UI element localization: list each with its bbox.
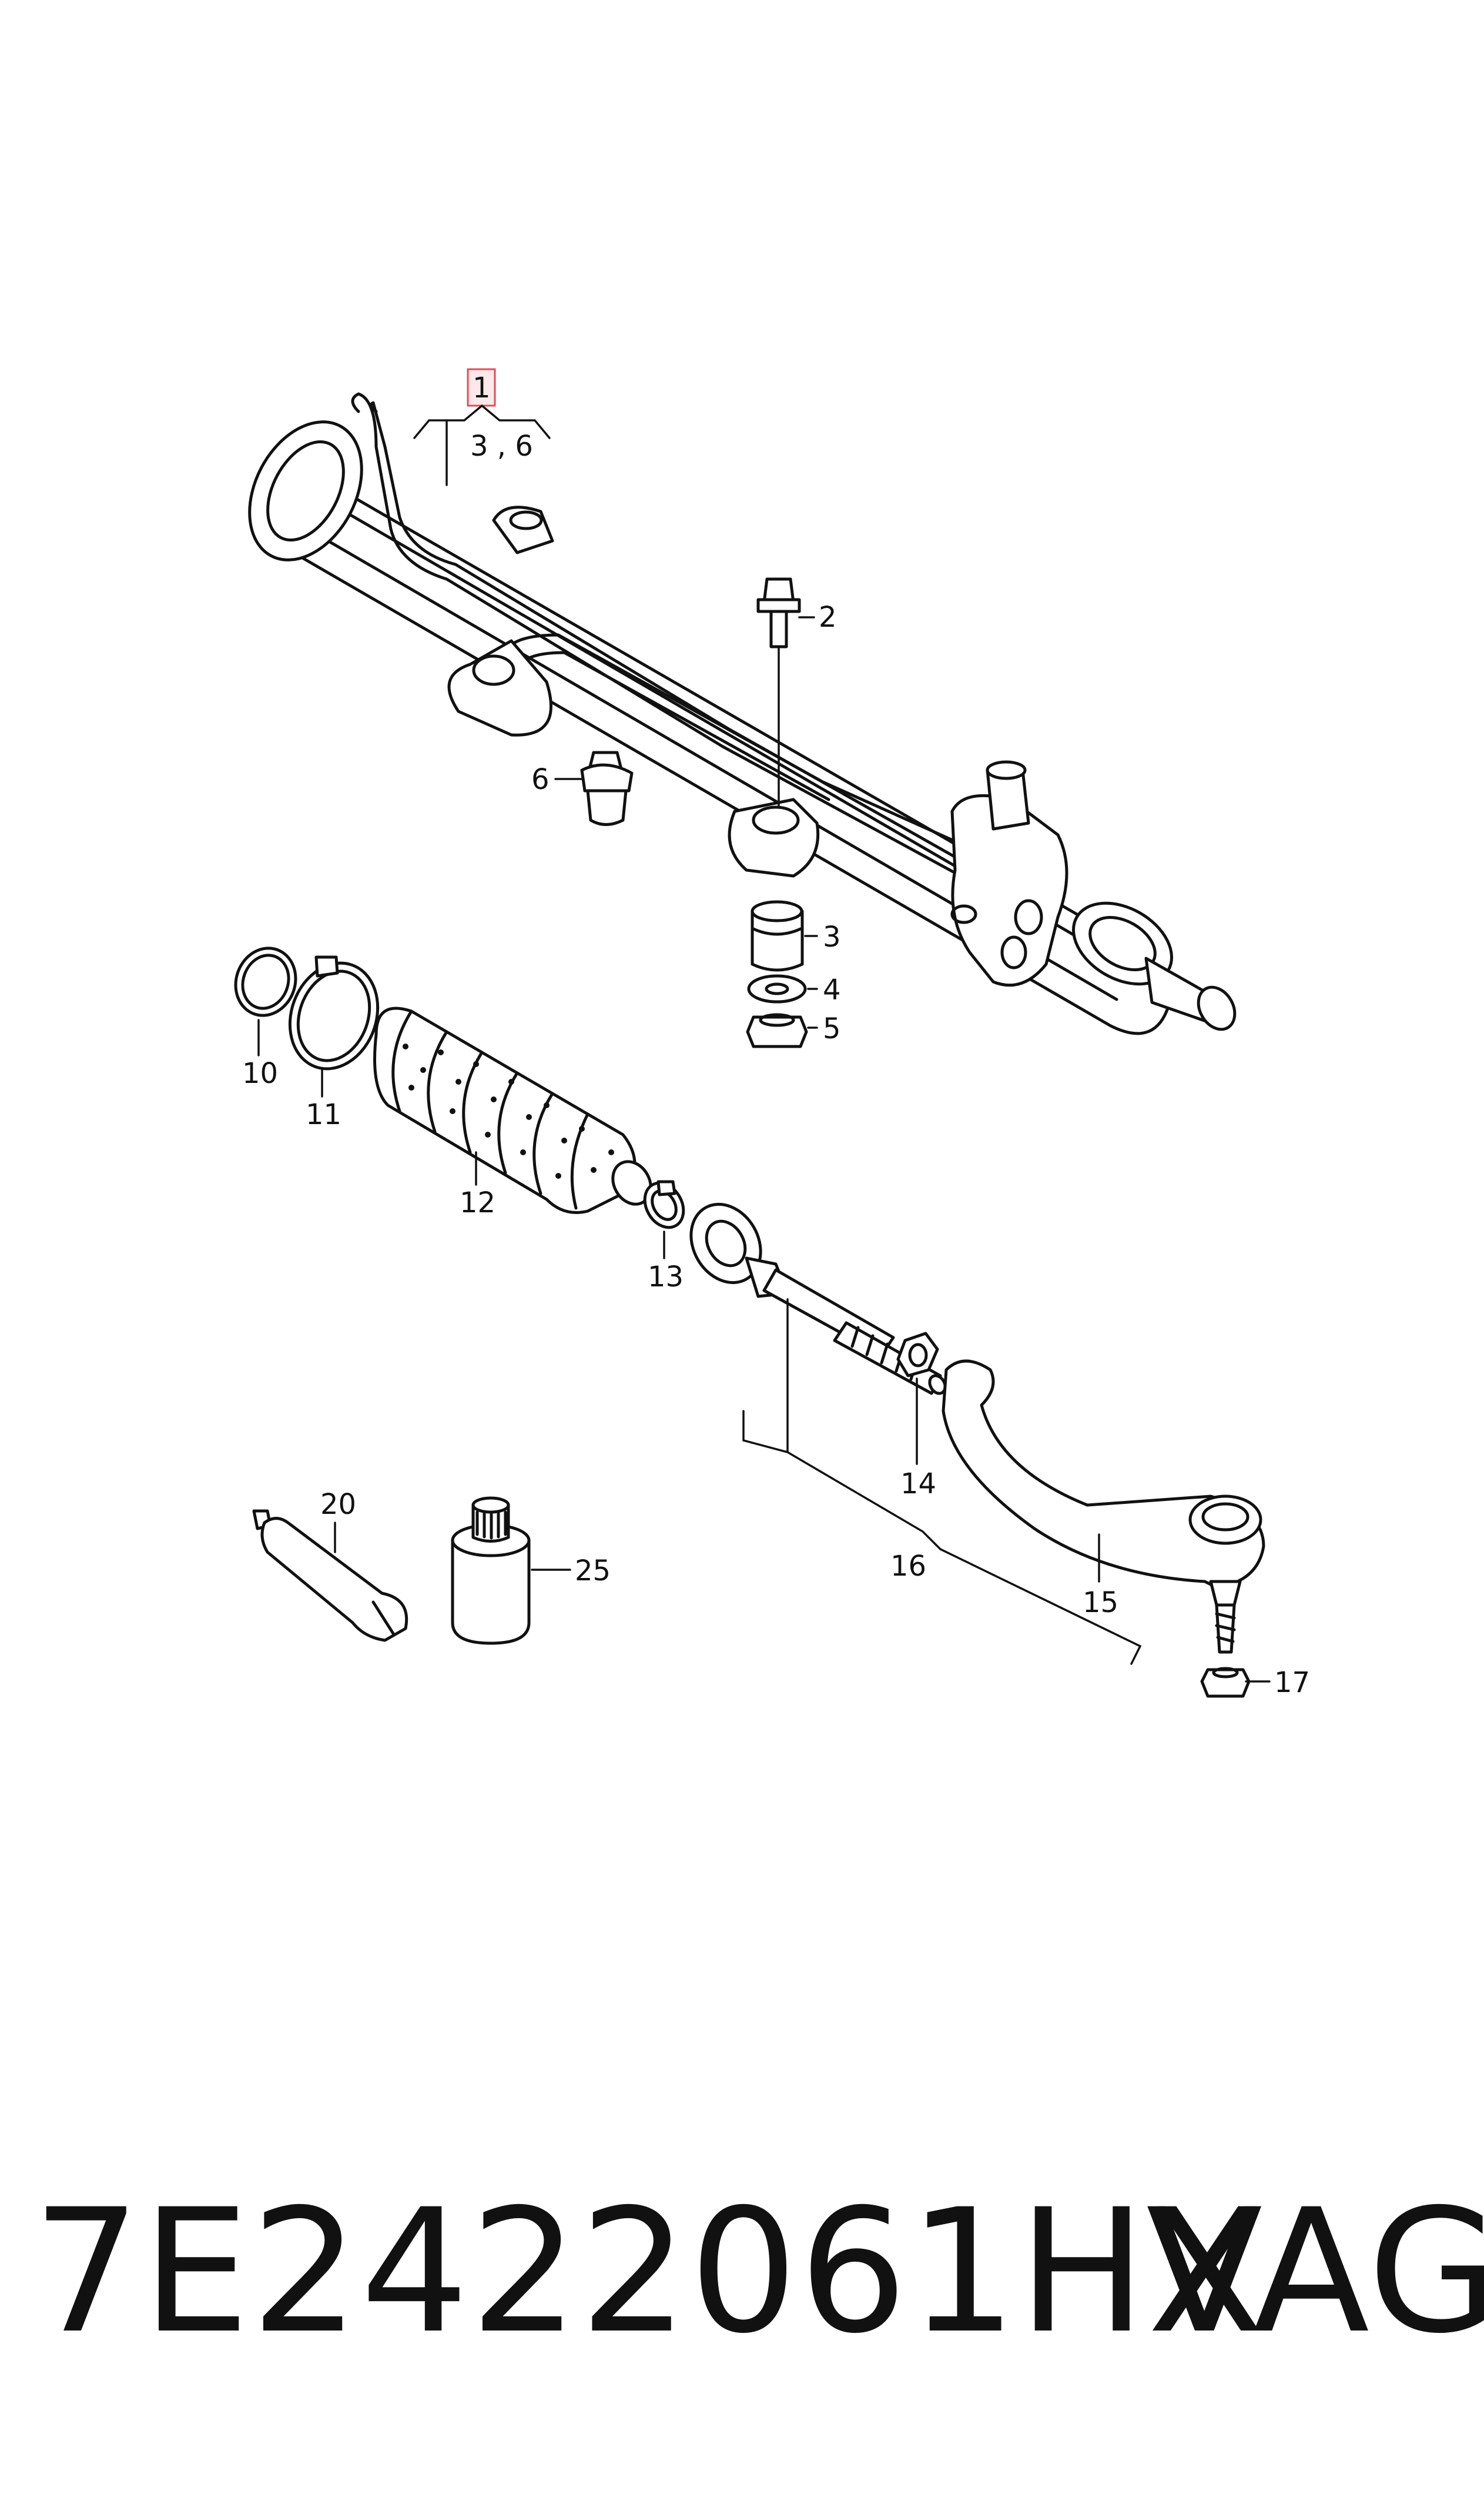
callout-25: 25 xyxy=(575,1554,611,1587)
callout-20: 20 xyxy=(320,1488,356,1521)
callout-12: 12 xyxy=(460,1186,495,1219)
tie-rod-end-icon xyxy=(942,1359,1265,1654)
hose-clamp-icon xyxy=(288,955,380,1071)
callout-2: 2 xyxy=(819,601,837,634)
nut-icon xyxy=(1200,1667,1251,1698)
clip-icon xyxy=(580,751,634,826)
washer-icon xyxy=(747,974,807,1004)
callout-1: 1 xyxy=(473,372,491,404)
brand-name: VAG xyxy=(1146,2173,1484,2371)
nut-icon xyxy=(896,1332,939,1377)
callout-3: 3 xyxy=(823,921,841,954)
bellows-boot-icon xyxy=(373,1007,652,1214)
callout-10: 10 xyxy=(242,1057,278,1090)
steering-rack-housing-icon xyxy=(248,392,1237,1035)
callout-11: 11 xyxy=(306,1098,341,1131)
nut-icon xyxy=(746,1013,808,1048)
o-ring-icon xyxy=(234,947,297,1017)
callout-17: 17 xyxy=(1274,1666,1310,1699)
part-number-footer: 7E2422061HX VAG xyxy=(32,2187,1484,2358)
bushing-icon xyxy=(751,900,804,972)
bolt-icon xyxy=(756,577,801,648)
callout-14: 14 xyxy=(900,1467,936,1500)
callout-4: 4 xyxy=(823,974,841,1007)
tie-rod-icon xyxy=(689,1202,947,1395)
part-number: 7E2422061HX xyxy=(32,2173,1266,2371)
callout-1-highlight xyxy=(467,368,496,407)
callout-1-subparts: 3 , 6 xyxy=(470,430,533,463)
callout-6: 6 xyxy=(531,763,550,796)
callout-13: 13 xyxy=(648,1260,684,1293)
grease-tube-icon xyxy=(252,1509,408,1642)
small-clamp-icon xyxy=(643,1180,685,1229)
callout-1-bracket xyxy=(413,404,551,439)
fluid-bottle-icon xyxy=(451,1496,531,1645)
callout-5: 5 xyxy=(823,1012,841,1045)
callout-15: 15 xyxy=(1083,1586,1118,1619)
callout-16: 16 xyxy=(890,1550,926,1583)
